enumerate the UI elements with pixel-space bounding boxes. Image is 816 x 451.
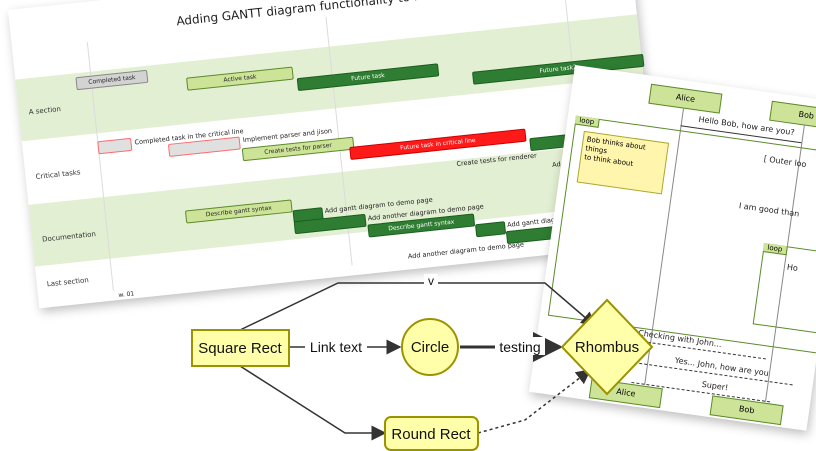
node-rhombus <box>560 298 654 396</box>
edge-label-top: v <box>428 274 434 288</box>
edge-label-bg <box>305 337 367 355</box>
edge-round-rhombus <box>477 369 592 434</box>
node-round-rect <box>384 416 479 451</box>
edge-label-link: Link text <box>310 339 362 355</box>
edge-label-testing: testing <box>499 339 540 355</box>
edge-square-round <box>239 365 387 441</box>
node-square-rect <box>191 329 290 367</box>
node-round-label: Round Rect <box>391 426 471 443</box>
edge-label-bg <box>495 337 545 355</box>
node-rhombus-label: Rhombus <box>575 339 639 356</box>
node-circle <box>401 318 459 376</box>
edge-square-rhombus <box>239 282 597 331</box>
node-circle-label: Circle <box>411 339 449 356</box>
edge-label-bg <box>424 274 438 288</box>
node-square-label: Square Rect <box>198 340 282 357</box>
